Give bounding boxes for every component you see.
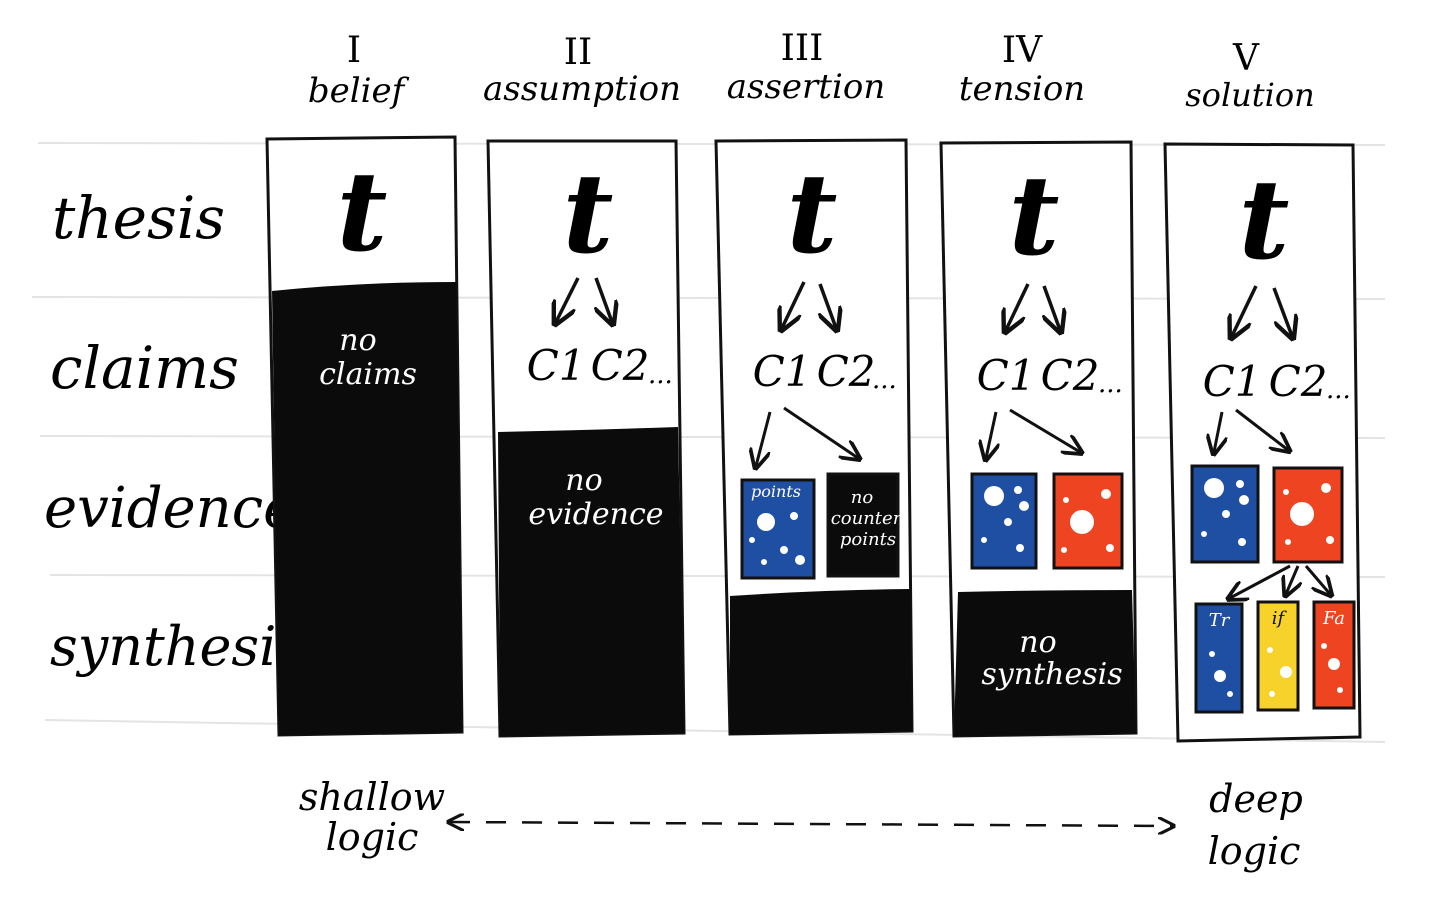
claim-arrows [1232, 285, 1292, 336]
claims-ellipsis: ... [1098, 369, 1123, 399]
depth-arrow [450, 822, 1172, 826]
spectrum-right-line2: logic [1208, 829, 1301, 873]
row-label-evidence: evidence [44, 476, 296, 541]
points-evidence-card [1190, 464, 1260, 564]
synthesis-if-card: if [1256, 600, 1300, 712]
column-title-tension: tension [959, 69, 1085, 109]
counter-evidence-card [1272, 466, 1344, 564]
thesis-t: t [1239, 155, 1290, 284]
evidence-arrows [756, 406, 858, 466]
evidence-arrows [986, 408, 1080, 458]
counter-note-line3: points [840, 529, 896, 550]
no-claims-block [272, 282, 462, 735]
synthesis-arrows [1230, 564, 1330, 598]
column-title-assertion: assertion [727, 67, 885, 107]
thesis-t: t [787, 149, 838, 278]
logic-depth-spectrum: shallow logic deep logic [299, 775, 1303, 873]
no-counter-points-card: no counter points [826, 472, 903, 578]
column-tension: IV tension t C1 C2 ... [939, 30, 1138, 738]
no-synthesis-line2: synthesis [981, 657, 1122, 692]
numeral-ii: II [564, 32, 592, 73]
numeral-i: I [347, 30, 361, 71]
claim-c1: C1 [1203, 357, 1262, 406]
claim-c2: C2 [1041, 351, 1100, 400]
row-label-synthesis: synthesis [50, 615, 304, 678]
synthesis-true-card: Tr [1194, 602, 1244, 714]
no-evidence-line1: no [565, 463, 602, 498]
column-solution: V solution t C1 C2 ... [1163, 38, 1362, 743]
column-title-belief: belief [308, 71, 410, 111]
synthesis-label-false: Fa [1322, 608, 1345, 629]
points-evidence-card: points [740, 478, 816, 580]
counter-note-line1: no [851, 487, 874, 508]
synthesis-label-true: Tr [1209, 610, 1231, 631]
thesis-t: t [1009, 151, 1060, 280]
spectrum-left-line2: logic [326, 815, 419, 859]
row-labels: thesis claims evidence synthesis [44, 184, 304, 678]
claim-arrows [782, 281, 836, 328]
guide-lines [31, 142, 1386, 743]
column-title-assumption: assumption [483, 69, 681, 109]
claim-arrows [556, 277, 612, 322]
row-label-thesis: thesis [52, 184, 225, 252]
claim-c1: C1 [977, 351, 1036, 400]
claim-c1: C1 [527, 341, 586, 390]
claim-c2: C2 [1269, 357, 1328, 406]
spectrum-left-line1: shallow [299, 775, 445, 819]
claim-arrows [1006, 283, 1060, 330]
no-synthesis-block [730, 589, 912, 734]
no-synthesis-block [954, 590, 1136, 736]
thesis-t: t [563, 149, 614, 278]
column-assumption: II assumption t C1 C2 ... no evidence [483, 32, 686, 738]
spectrum-right-line1: deep [1209, 777, 1303, 821]
numeral-iv: IV [1002, 30, 1043, 71]
claim-c2: C2 [817, 347, 876, 396]
column-belief: I belief t no claims [265, 30, 464, 737]
claims-ellipsis: ... [1326, 375, 1351, 405]
numeral-v: V [1232, 38, 1260, 79]
claim-c1: C1 [753, 347, 812, 396]
points-label: points [751, 482, 801, 501]
column-assertion: III assertion t C1 C2 ... points no [714, 28, 914, 736]
no-claims-line2: claims [319, 357, 417, 392]
synthesis-label-if: if [1272, 608, 1288, 629]
synthesis-false-card: Fa [1312, 600, 1356, 710]
claims-ellipsis: ... [872, 365, 897, 395]
no-synthesis-line1: no [1019, 625, 1056, 660]
evidence-arrows [1214, 408, 1288, 452]
counter-note-line2: counter [831, 508, 903, 529]
no-claims-line1: no [339, 323, 376, 358]
claim-c2: C2 [591, 341, 650, 390]
no-evidence-block [498, 427, 684, 736]
counter-evidence-card [1052, 472, 1124, 570]
numeral-iii: III [781, 28, 824, 69]
column-title-solution: solution [1185, 76, 1315, 114]
no-evidence-line2: evidence [528, 497, 663, 532]
claims-ellipsis: ... [648, 360, 673, 390]
row-label-claims: claims [50, 334, 239, 402]
thesis-t: t [337, 147, 388, 276]
points-evidence-card [970, 472, 1038, 570]
